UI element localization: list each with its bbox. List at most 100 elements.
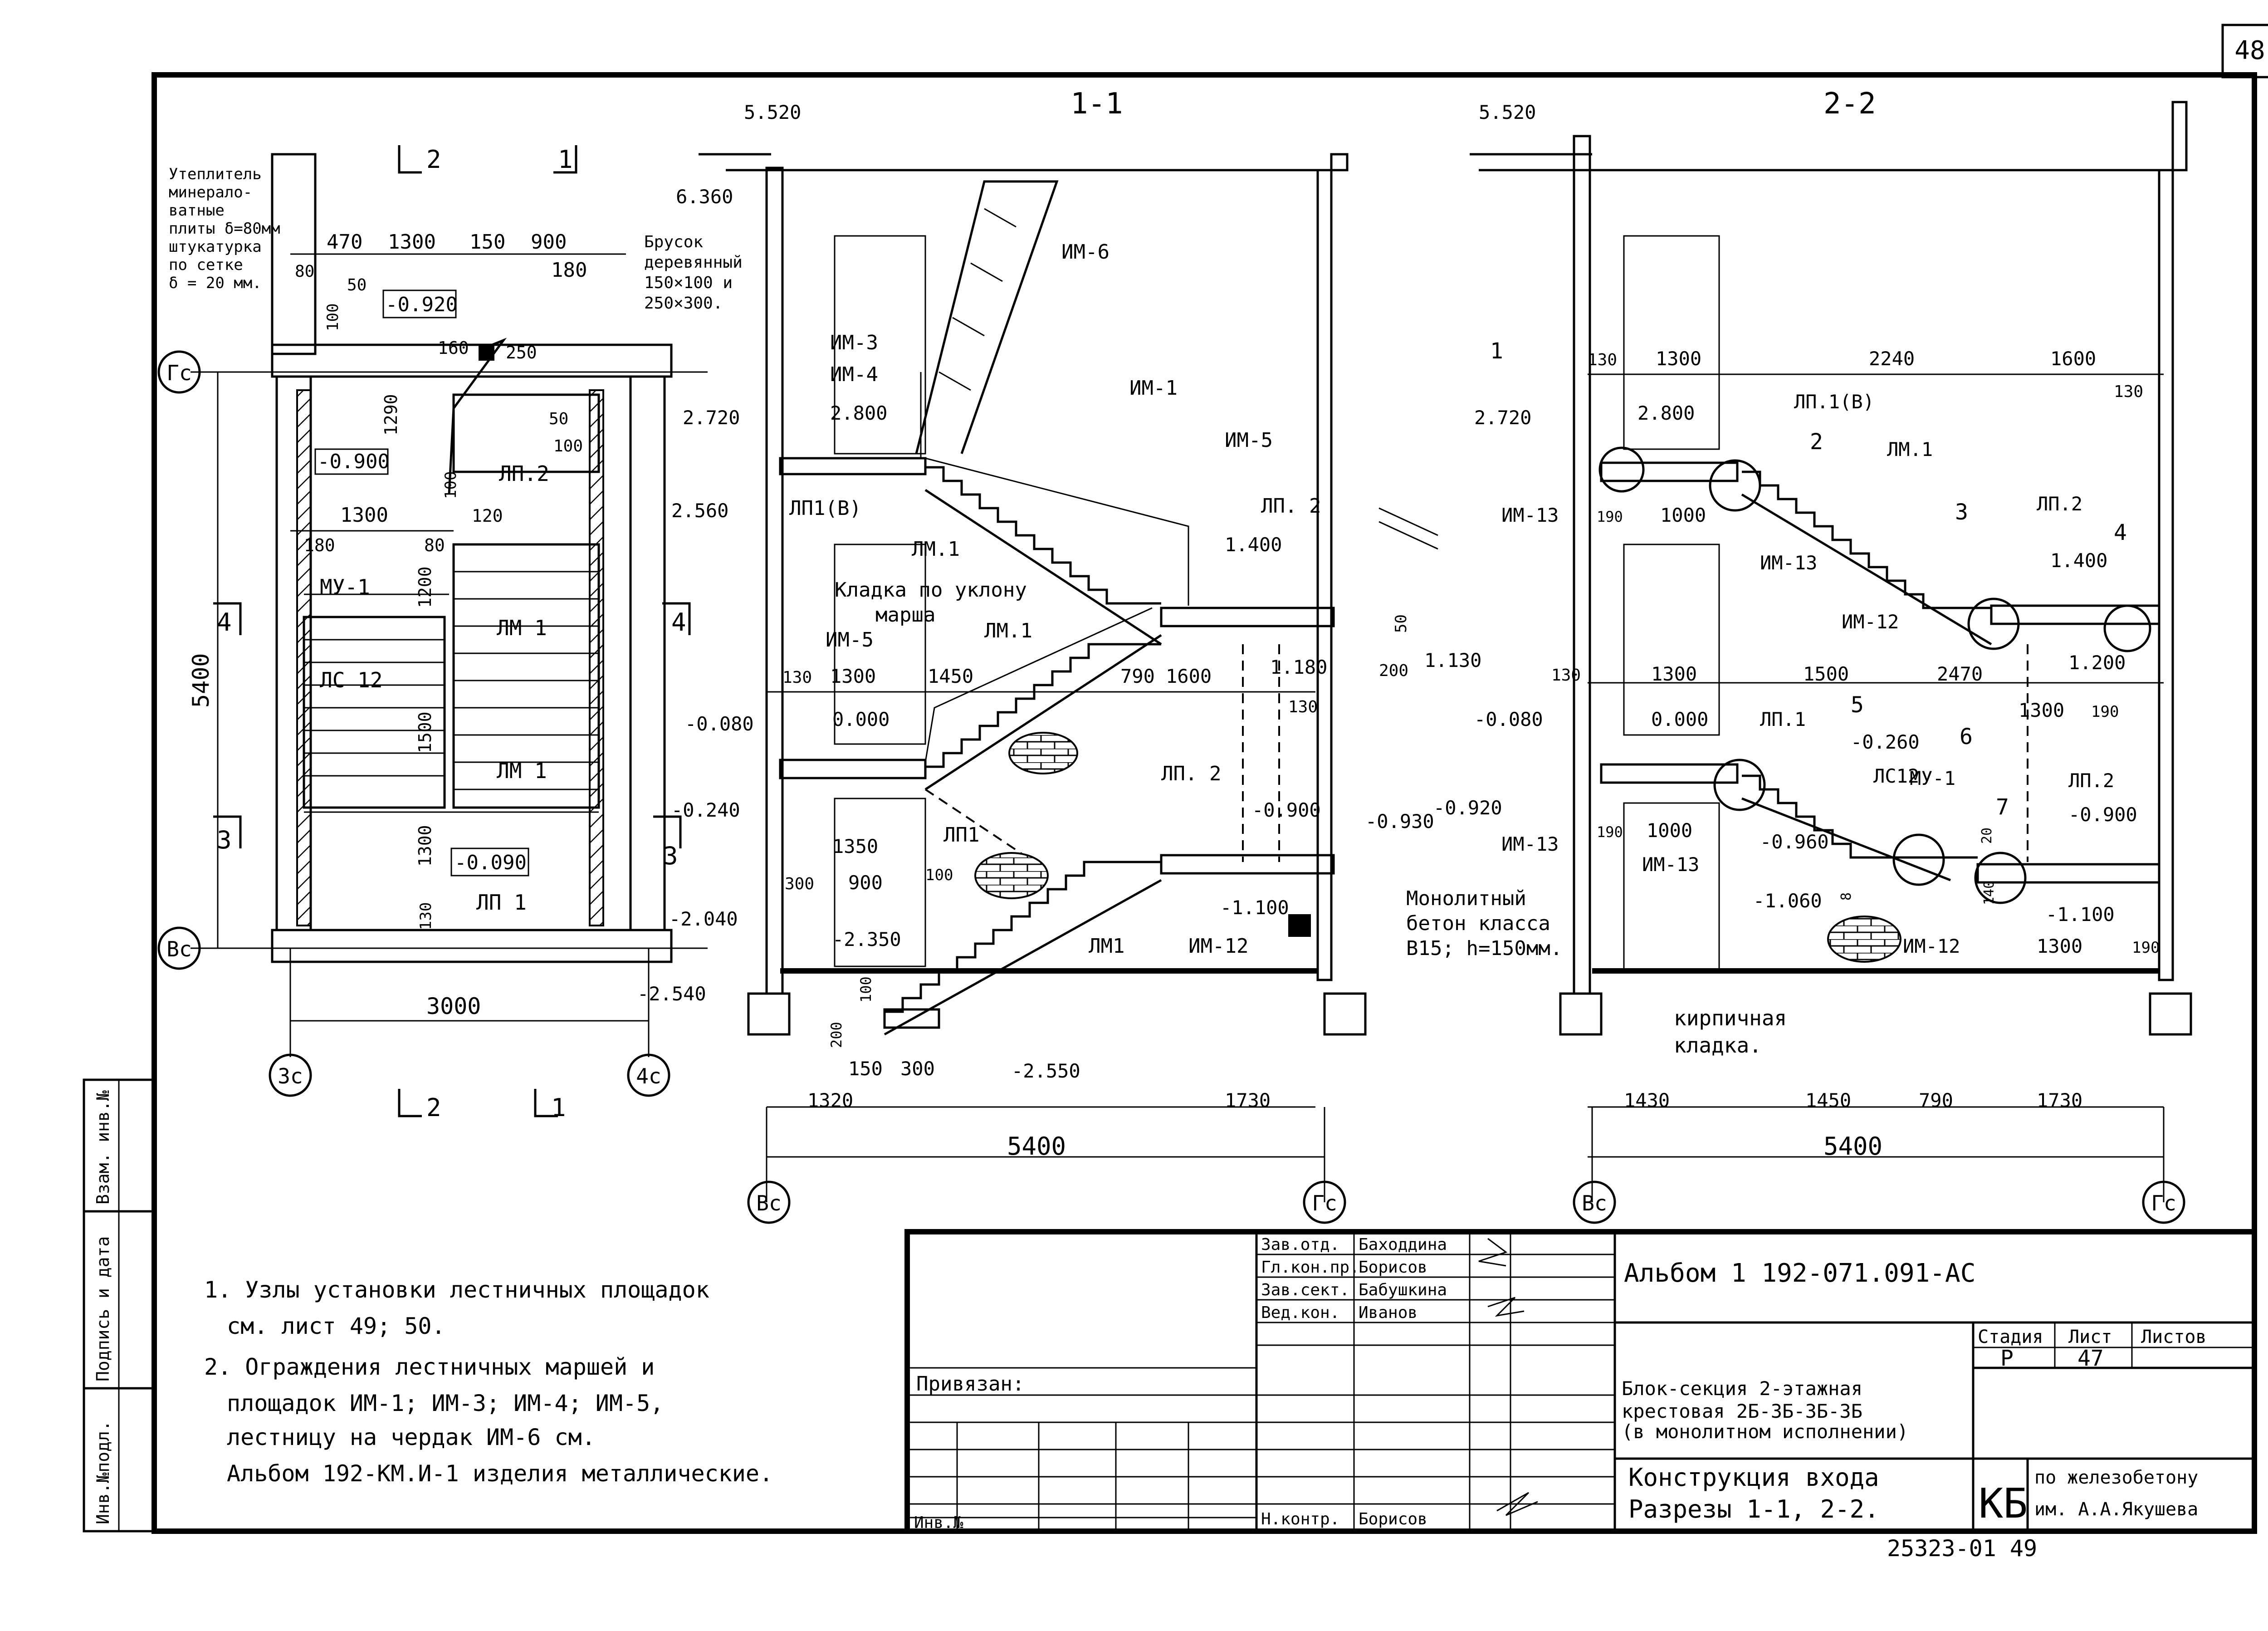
- stair-plan: [157, 145, 708, 1117]
- title-block-roles: Зав.отд. Баходдина Гл.кон.пр. Борисов За…: [914, 1235, 1447, 1532]
- org-line: по железобетону: [2034, 1467, 2198, 1488]
- cut-label: 2: [426, 145, 441, 174]
- role-name: Бабушкина: [1359, 1281, 1447, 1299]
- list-header: Лист: [2068, 1327, 2112, 1347]
- section-2-2: [1470, 101, 2192, 1224]
- label-im5: ИМ-5: [1225, 429, 1273, 452]
- project-line: Блок-секция 2-этажная: [1622, 1377, 1862, 1400]
- s2-axis-gc: Гс: [2151, 1191, 2176, 1215]
- label-kirp: кирпичная: [1674, 1006, 1787, 1030]
- dim: 80: [424, 535, 445, 555]
- s2-axis-vc: Вс: [1582, 1191, 1607, 1215]
- privyazan-label: Привязан:: [916, 1372, 1024, 1396]
- dim: 130: [417, 902, 435, 930]
- role-title: Н.контр.: [1261, 1510, 1339, 1528]
- label-im12: ИМ-12: [1188, 935, 1248, 958]
- level-mark: 0.000: [832, 708, 890, 730]
- dim: 900: [531, 230, 567, 254]
- label-lp1: ЛП1: [943, 823, 979, 847]
- detail-number: 1: [1490, 338, 1503, 364]
- dim: 1300: [1656, 348, 1701, 370]
- dim: 50: [1392, 614, 1410, 633]
- label-lp1v: ЛП.1(В): [1794, 391, 1874, 413]
- dim: 200: [1379, 661, 1408, 680]
- label-marsha: марша: [875, 603, 935, 627]
- dim: 1000: [1660, 504, 1706, 526]
- s1-axis-gc: Гс: [1312, 1191, 1337, 1215]
- s1-dims: 130 1300 1450 790 1600 130 50 200 1350 3…: [782, 614, 1410, 1161]
- dim: 100: [442, 471, 460, 499]
- level-mark: 2.720: [683, 407, 740, 429]
- dim: 180: [304, 535, 335, 555]
- s1-axis-vc: Вс: [756, 1191, 781, 1215]
- note-line: плиты δ=80мм: [169, 220, 280, 238]
- cut-label: 1: [558, 145, 573, 174]
- dim: 100: [553, 437, 583, 456]
- dim: 180: [551, 259, 587, 282]
- stage-header: Стадия: [1978, 1327, 2043, 1347]
- label-im5: ИМ-5: [826, 628, 874, 651]
- cut-label: 4: [671, 608, 686, 637]
- dim: 1500: [1803, 663, 1849, 685]
- level-mark: -0.920: [1433, 797, 1502, 819]
- s2-levels: 5.520 2.720 2.800 1.400 1.200 -0.080 0.0…: [1474, 101, 2137, 926]
- label-im13: ИМ-13: [1642, 853, 1699, 876]
- dim: 2240: [1869, 348, 1915, 370]
- dim: 190: [1597, 823, 1623, 841]
- level-mark: 2.800: [1637, 402, 1695, 424]
- sheet-title: Конструкция входа Разрезы 1-1, 2-2.: [1628, 1463, 1879, 1523]
- dim: 1290: [381, 394, 401, 436]
- dim: 2470: [1937, 663, 1983, 685]
- dim: 150: [848, 1058, 883, 1080]
- detail-number: 3: [1955, 500, 1968, 525]
- cut-label: 2: [426, 1093, 441, 1122]
- dim: 1300: [830, 665, 876, 687]
- label-lp2: ЛП.2: [2068, 769, 2114, 792]
- stamp-inv-podl: Инв.№подл.: [93, 1420, 113, 1524]
- label-lp2: ЛП. 2: [1161, 762, 1221, 785]
- label-ls12: ЛС 12: [320, 668, 382, 692]
- stamp-vzam-inv: Взам. инв.№: [93, 1090, 113, 1205]
- plan-levels: -0.920 -0.900 -0.090: [318, 293, 527, 874]
- cut-label: 3: [663, 842, 678, 870]
- level-mark: -0.090: [455, 851, 527, 874]
- dim: 140: [1981, 881, 1997, 905]
- label-im13: ИМ-13: [1501, 833, 1559, 855]
- note-line: минерало-: [169, 183, 252, 201]
- org-code: КБ: [1979, 1480, 2028, 1528]
- label-lp2: ЛП.2: [499, 461, 549, 486]
- level-mark: 1.400: [1225, 534, 1282, 556]
- note-line: см. лист 49; 50.: [227, 1313, 445, 1339]
- label-lp2: ЛП. 2: [1261, 495, 1321, 518]
- dim: 200: [828, 1022, 845, 1048]
- dim: 5400: [188, 653, 214, 708]
- dim: 1300: [388, 230, 436, 254]
- note-line: штукатурка: [169, 238, 262, 256]
- label-lm1: ЛМ 1: [497, 616, 547, 640]
- dim: 8: [1838, 892, 1854, 901]
- dim: 1000: [1647, 819, 1692, 842]
- dim: 1320: [807, 1089, 853, 1112]
- dim: 120: [472, 506, 503, 526]
- plan-insulation-note: Утеплитель минерало- ватные плиты δ=80мм…: [169, 165, 280, 292]
- plan-axis-4c: 4с: [636, 1064, 661, 1088]
- label-lm1: ЛМ.1: [912, 538, 960, 561]
- label-im13: ИМ-13: [1760, 552, 1817, 574]
- sheet-title-line: Разрезы 1-1, 2-2.: [1628, 1495, 1879, 1523]
- cut-label: 4: [217, 608, 232, 637]
- label-lm1: ЛМ 1: [497, 759, 547, 783]
- project-line: (в монолитном исполнении): [1622, 1420, 1908, 1443]
- note-line: Утеплитель: [169, 165, 262, 183]
- dim: 100: [925, 866, 953, 884]
- dim: 300: [785, 875, 814, 893]
- level-mark: -0.900: [318, 450, 390, 473]
- role-title: Гл.кон.пр.: [1261, 1258, 1359, 1277]
- level-mark: 1.200: [2068, 651, 2126, 674]
- dim: 1730: [1225, 1089, 1271, 1112]
- inv-no-label: Инв.№: [914, 1513, 963, 1532]
- dim: 1300: [415, 825, 435, 867]
- note-line: лестницу на чердак ИМ-6 см.: [227, 1424, 596, 1450]
- detail-number: 5: [1851, 692, 1864, 718]
- dim: 3000: [426, 993, 481, 1019]
